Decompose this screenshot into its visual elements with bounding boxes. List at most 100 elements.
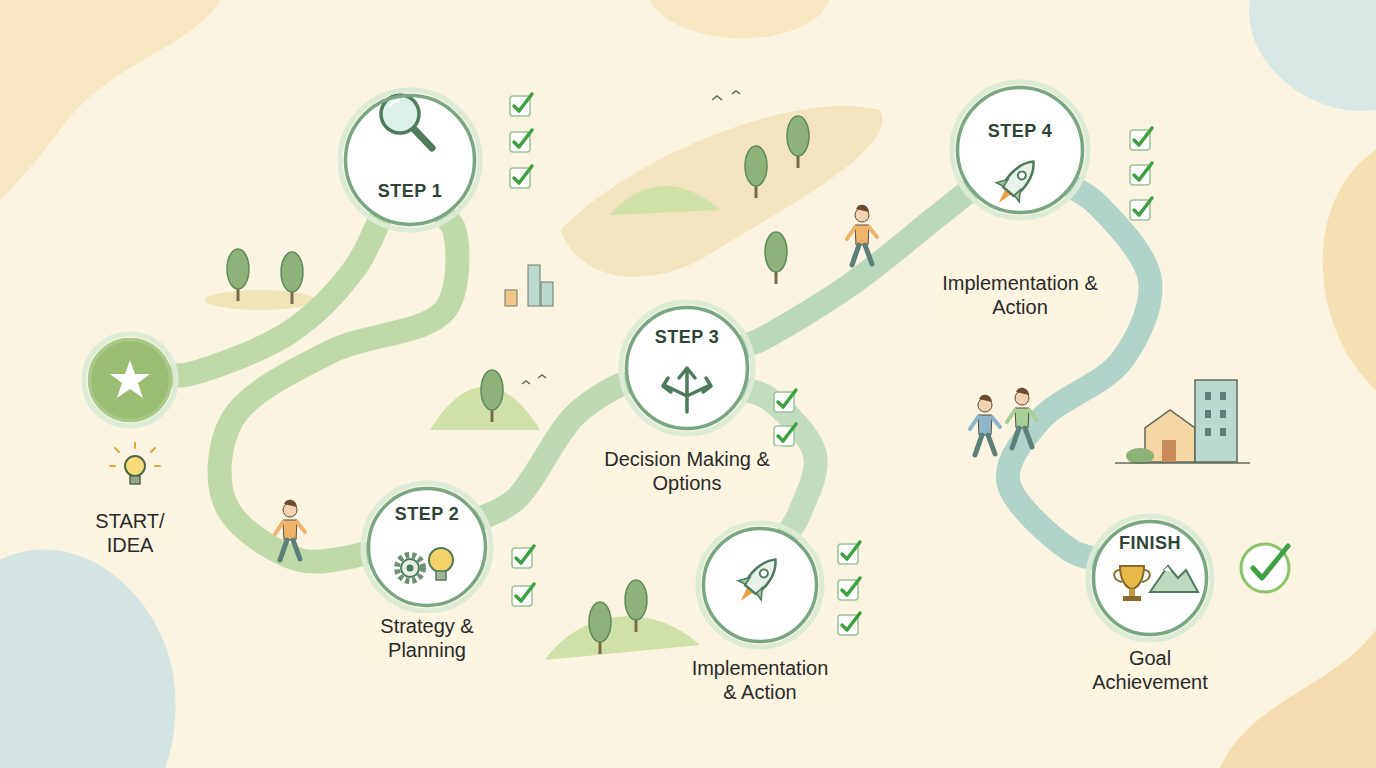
step-heading: STEP 1 — [334, 180, 486, 202]
checkmark-box — [774, 424, 796, 446]
town-buildings-part — [1115, 462, 1250, 464]
magnifier-icon — [381, 95, 432, 148]
gear-bulb-icon-part — [429, 548, 453, 572]
tree — [589, 602, 611, 654]
circle-halo — [363, 483, 491, 611]
town-buildings-part — [1126, 448, 1154, 464]
circle-outline — [346, 96, 475, 225]
birds — [522, 375, 546, 384]
town-buildings — [1115, 380, 1250, 464]
small-buildings-part — [528, 265, 540, 306]
road-path — [748, 192, 968, 345]
node-circle — [956, 86, 1084, 214]
circle-halo — [952, 82, 1088, 218]
trophy-mountain-icon-part — [1150, 566, 1198, 592]
step-node: STEP 4Implementation & Action — [925, 86, 1115, 320]
small-buildings — [505, 265, 553, 306]
magnifier-icon-part — [390, 100, 400, 106]
gear-bulb-icon-part — [397, 555, 423, 581]
circle-halo — [84, 334, 176, 426]
pale-field — [560, 106, 882, 277]
grass-patch — [205, 290, 315, 310]
checkmark-box — [838, 613, 860, 635]
checklists — [510, 94, 1152, 635]
circle-outline — [704, 529, 817, 642]
step-node: STEP 3 Decision Making & Options — [579, 306, 795, 496]
checkmark-box — [510, 130, 532, 152]
trophy-mountain-icon-part — [1163, 566, 1172, 572]
walking-person — [970, 395, 1000, 455]
node-circle — [344, 94, 476, 226]
checkmark-box — [774, 390, 796, 412]
town-buildings-part — [1162, 440, 1176, 462]
star-icon — [110, 360, 150, 398]
town-buildings-part — [1205, 392, 1226, 436]
checkmark-box — [512, 584, 534, 606]
checkmark-box — [510, 94, 532, 116]
checkmark-box — [1130, 198, 1152, 220]
circle-outline — [90, 340, 171, 421]
circle-outline — [958, 88, 1083, 213]
trophy-mountain-icon — [1114, 566, 1198, 601]
start-disc — [88, 338, 172, 422]
blue-blob — [1249, 0, 1376, 111]
step-heading: STEP 4 — [925, 120, 1115, 142]
tree — [745, 146, 767, 198]
yellow-blob — [0, 0, 220, 200]
birds — [712, 91, 740, 100]
split-arrows-icon — [663, 368, 711, 412]
hill — [610, 186, 720, 215]
step-caption: Decision Making & Options — [589, 446, 785, 496]
step-disc — [344, 94, 476, 226]
rocket-icon — [729, 550, 787, 611]
lightbulb-icon-part — [130, 476, 140, 484]
step-node: STEP 1 — [334, 94, 486, 202]
step-disc — [702, 527, 818, 643]
lightbulb-icon-part — [110, 443, 160, 466]
tree — [765, 232, 787, 284]
hill — [545, 616, 700, 660]
step-disc — [956, 86, 1084, 214]
blue-blob — [0, 549, 175, 768]
step-caption: Goal Achievement — [1080, 645, 1220, 695]
goal-check-circle — [1241, 544, 1289, 592]
checkmark-box — [1130, 163, 1152, 185]
checkmark-box — [1130, 128, 1152, 150]
step-node: Implementation & Action — [670, 527, 850, 705]
step-heading: STEP 2 — [352, 503, 502, 525]
goal-check-circle-part — [1241, 544, 1289, 592]
step-node: START/ IDEA — [75, 338, 185, 558]
checkmark-box — [838, 542, 860, 564]
small-buildings-part — [541, 282, 553, 306]
small-buildings-part — [505, 290, 517, 306]
trophy-mountain-icon-part — [1114, 570, 1150, 582]
step-caption: START/ IDEA — [85, 508, 175, 558]
town-buildings-part — [1195, 380, 1237, 462]
gear-bulb-icon-part — [407, 565, 414, 572]
step-disc — [625, 306, 749, 430]
node-circle — [625, 306, 749, 430]
tree — [481, 370, 503, 422]
step-caption: Implementation & Action — [680, 655, 840, 705]
road-path — [1008, 189, 1151, 558]
step-node: STEP 2 Strategy & Planning — [352, 487, 502, 663]
step-heading: STEP 3 — [579, 326, 795, 348]
walking-person — [1007, 388, 1037, 448]
rocket-icon — [987, 152, 1045, 213]
tree — [787, 116, 809, 168]
trophy-mountain-icon-part — [1129, 589, 1135, 596]
yellow-blob — [650, 0, 830, 39]
lightbulb-icon — [110, 443, 160, 484]
goal-check-circle-part — [1253, 546, 1288, 578]
yellow-blob — [1323, 150, 1376, 390]
circle-halo — [621, 302, 753, 434]
checkmark-box — [510, 166, 532, 188]
circle-outline — [627, 308, 748, 429]
circle-halo — [698, 523, 822, 647]
walking-person — [275, 500, 305, 560]
step-caption: Strategy & Planning — [362, 613, 492, 663]
yellow-blob — [1220, 630, 1376, 768]
lightbulb-icon-part — [125, 456, 145, 476]
